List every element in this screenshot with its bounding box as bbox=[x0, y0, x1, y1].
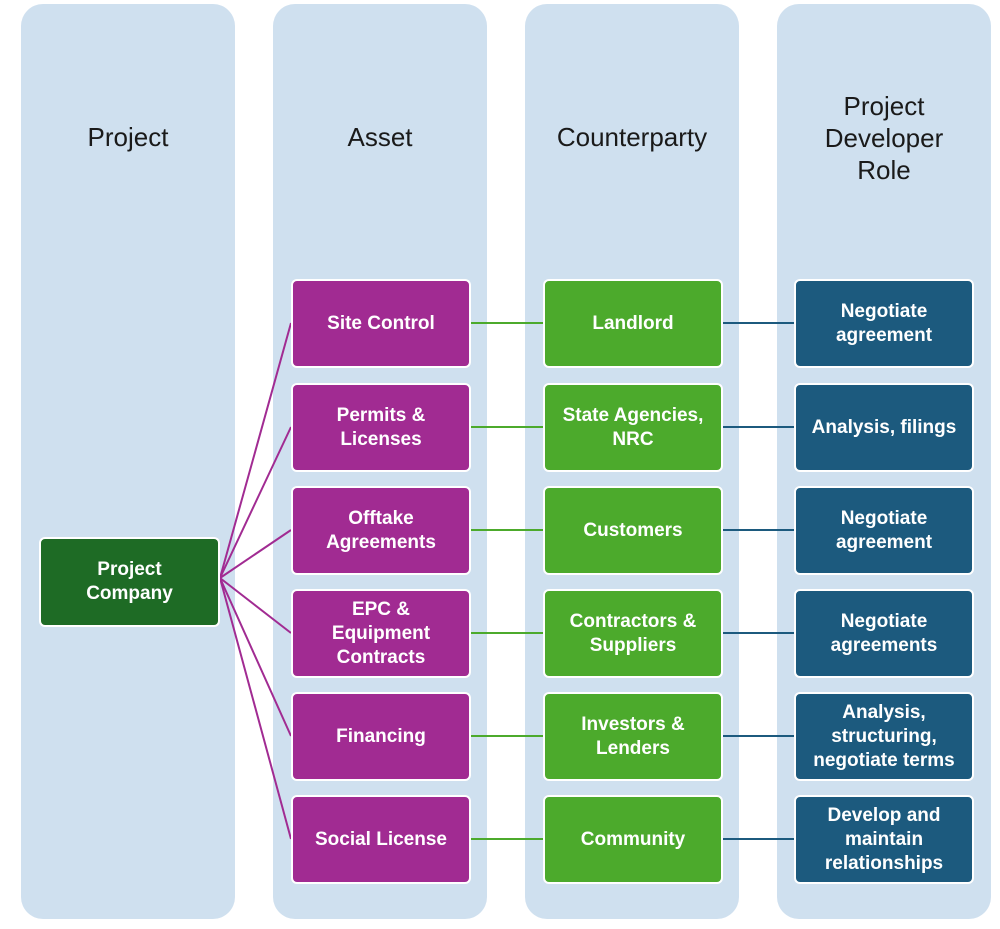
counterparty-contractors-suppliers: Contractors & Suppliers bbox=[543, 589, 723, 678]
company-asset-connector bbox=[219, 577, 292, 737]
counterparty-community: Community bbox=[543, 795, 723, 884]
role-offtake-agreements: Negotiate agreement bbox=[794, 486, 974, 575]
asset-financing: Financing bbox=[291, 692, 471, 781]
asset-permits-licenses: Permits & Licenses bbox=[291, 383, 471, 472]
role-site-control: Negotiate agreement bbox=[794, 279, 974, 368]
asset-social-license: Social License bbox=[291, 795, 471, 884]
counterparty-column-header: Counterparty bbox=[556, 122, 708, 152]
company-asset-connector bbox=[219, 426, 292, 579]
role-permits-licenses: Analysis, filings bbox=[794, 383, 974, 472]
role-financing: Analysis, structuring, negotiate terms bbox=[794, 692, 974, 781]
project-company-box: Project Company bbox=[39, 537, 220, 627]
role-epc-equipment-contracts: Negotiate agreements bbox=[794, 589, 974, 678]
counterparty-landlord: Landlord bbox=[543, 279, 723, 368]
asset-column-header: Asset bbox=[347, 122, 413, 152]
project-column-header: Project bbox=[87, 122, 169, 152]
company-asset-connector bbox=[219, 529, 292, 579]
asset-site-control: Site Control bbox=[291, 279, 471, 368]
company-asset-connector bbox=[219, 322, 292, 579]
counterparty-investors-lenders: Investors & Lenders bbox=[543, 692, 723, 781]
company-asset-connector bbox=[219, 577, 292, 634]
asset-offtake-agreements: Offtake Agreements bbox=[291, 486, 471, 575]
role-column-header: Project Developer Role bbox=[824, 91, 944, 185]
project-column: Project bbox=[21, 4, 235, 919]
company-asset-connector bbox=[219, 577, 292, 840]
asset-epc-equipment-contracts: EPC & Equipment Contracts bbox=[291, 589, 471, 678]
counterparty-state-agencies: State Agencies, NRC bbox=[543, 383, 723, 472]
counterparty-customers: Customers bbox=[543, 486, 723, 575]
role-social-license: Develop and maintain relationships bbox=[794, 795, 974, 884]
